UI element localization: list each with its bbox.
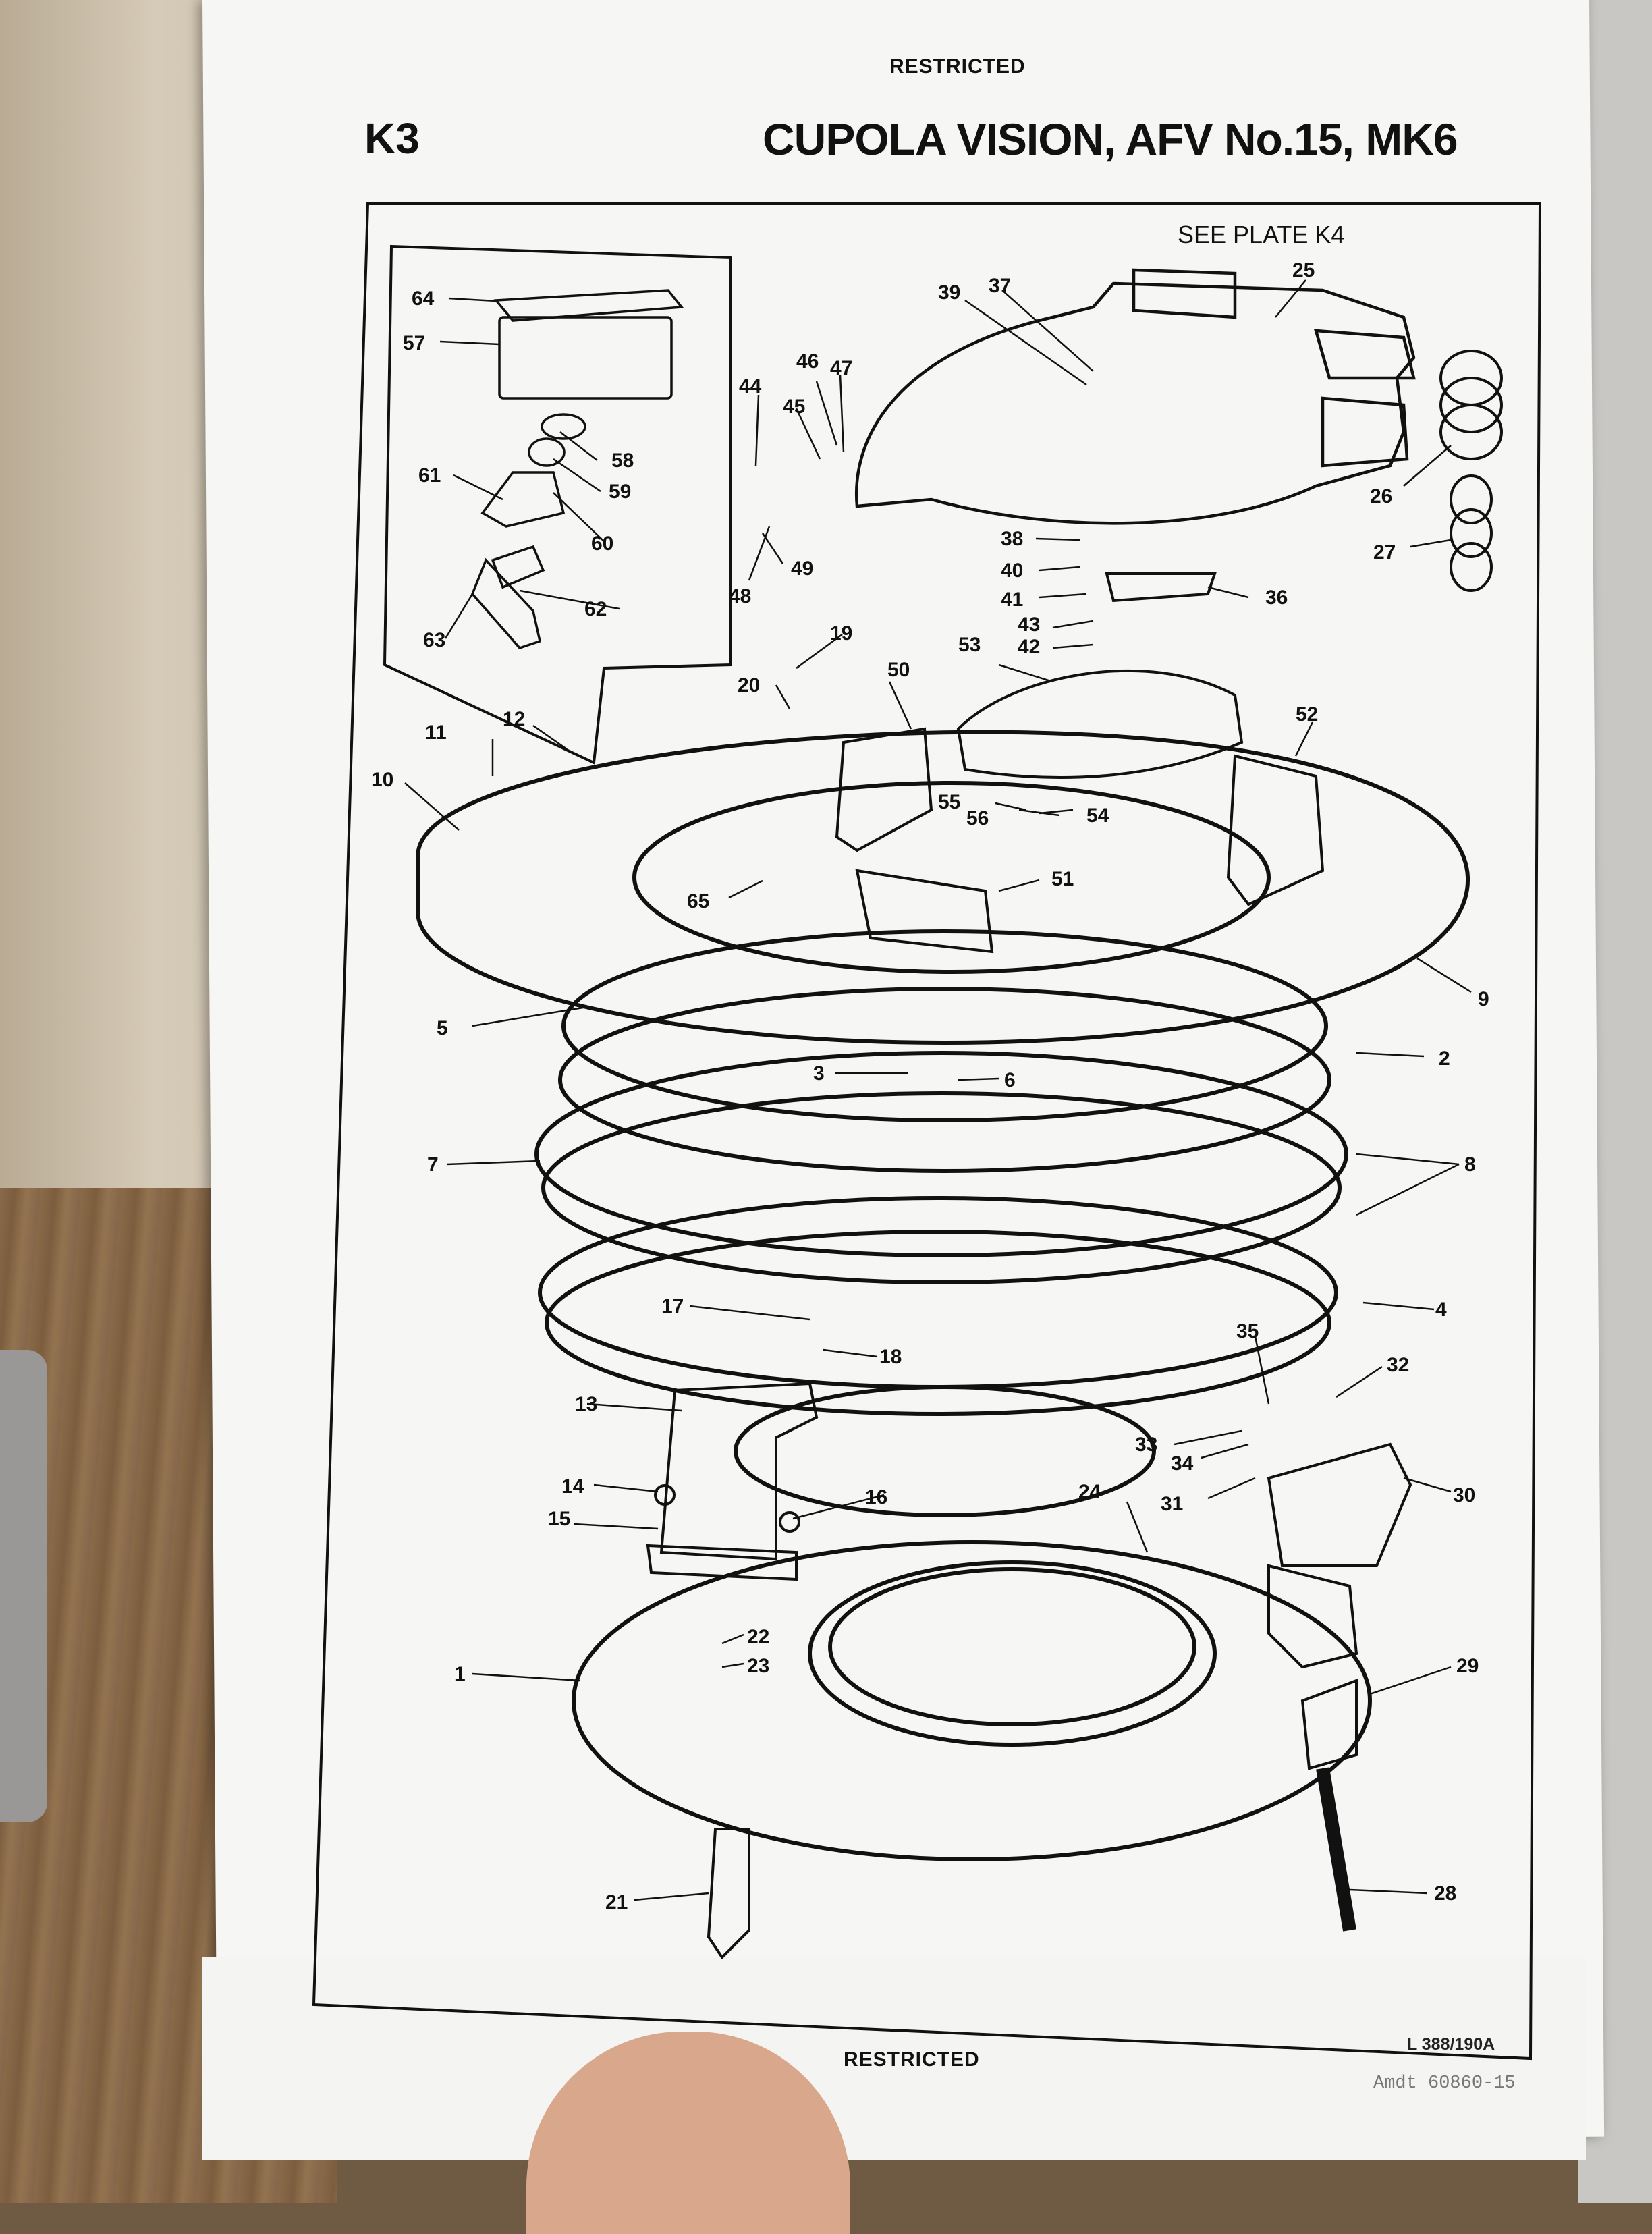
rings [416, 730, 1470, 1861]
label-22: 22 [747, 1626, 769, 1648]
label-20: 20 [738, 674, 760, 697]
label-60: 60 [591, 533, 613, 555]
drawing-reference-code: L 388/190A [1407, 2035, 1495, 2054]
label-42: 42 [1018, 636, 1040, 658]
label-11: 11 [425, 721, 447, 744]
label-23: 23 [747, 1655, 769, 1677]
label-16: 16 [865, 1486, 887, 1508]
label-3: 3 [813, 1062, 825, 1085]
label-37: 37 [989, 275, 1011, 297]
label-26: 26 [1370, 485, 1392, 508]
label-17: 17 [661, 1295, 684, 1317]
header-restricted: RESTRICTED [889, 55, 1026, 78]
mid-parts [835, 572, 1325, 954]
label-18: 18 [879, 1346, 902, 1368]
label-51: 51 [1051, 868, 1074, 890]
label-32: 32 [1387, 1354, 1409, 1376]
inset-box [383, 244, 732, 765]
label-47: 47 [830, 357, 852, 379]
label-52: 52 [1296, 703, 1318, 726]
footer-restricted: RESTRICTED [844, 2048, 980, 2071]
label-30: 30 [1453, 1484, 1475, 1506]
label-21: 21 [605, 1891, 628, 1913]
label-53: 53 [958, 634, 981, 656]
label-4: 4 [1435, 1299, 1447, 1321]
device-edge-background [0, 1350, 47, 1822]
label-34: 34 [1171, 1452, 1194, 1475]
label-58: 58 [611, 449, 634, 472]
label-46: 46 [796, 350, 819, 373]
label-27: 27 [1373, 541, 1396, 564]
label-64: 64 [412, 288, 435, 310]
label-31: 31 [1161, 1493, 1183, 1515]
springs [1439, 350, 1503, 592]
label-55: 55 [938, 791, 960, 813]
label-38: 38 [1001, 528, 1023, 550]
label-39: 39 [938, 281, 960, 304]
label-59: 59 [609, 481, 631, 503]
label-28: 28 [1434, 1882, 1456, 1905]
label-8: 8 [1464, 1153, 1476, 1176]
label-50: 50 [887, 659, 910, 681]
label-61: 61 [418, 464, 441, 487]
label-65: 65 [687, 890, 709, 912]
label-57: 57 [403, 332, 425, 354]
label-41: 41 [1001, 589, 1023, 611]
label-5: 5 [437, 1017, 448, 1039]
label-13: 13 [575, 1393, 597, 1415]
label-10: 10 [371, 769, 393, 791]
label-40: 40 [1001, 560, 1023, 582]
label-45: 45 [783, 396, 805, 418]
see-plate-note: SEE PLATE K4 [1178, 221, 1344, 248]
label-1: 1 [454, 1663, 466, 1685]
label-36: 36 [1265, 587, 1288, 609]
label-19: 19 [830, 622, 852, 645]
leader-lines [404, 279, 1472, 1901]
label-56: 56 [966, 807, 989, 829]
label-63: 63 [423, 629, 445, 651]
label-15: 15 [548, 1508, 570, 1530]
label-6: 6 [1004, 1069, 1016, 1091]
label-49: 49 [791, 557, 813, 580]
label-25: 25 [1292, 259, 1315, 281]
label-48: 48 [729, 585, 751, 607]
amendment-number: Amdt 60860-15 [1373, 2073, 1516, 2094]
label-2: 2 [1439, 1047, 1450, 1070]
label-9: 9 [1478, 988, 1489, 1010]
label-54: 54 [1086, 805, 1109, 827]
inset-parts [470, 289, 684, 650]
label-7: 7 [427, 1153, 439, 1176]
diagram-frame [312, 202, 1542, 2061]
label-12: 12 [503, 708, 525, 730]
label-44: 44 [739, 375, 762, 398]
page-title: CUPOLA VISION, AFV No.15, MK6 [763, 114, 1458, 164]
hatch-cover [854, 268, 1416, 525]
plate-code: K3 [364, 114, 420, 163]
label-62: 62 [584, 598, 607, 620]
label-33: 33 [1135, 1434, 1157, 1456]
label-29: 29 [1456, 1655, 1479, 1677]
label-14: 14 [561, 1475, 584, 1498]
paper-sheet-lower [202, 1957, 1586, 2160]
lower-parts [646, 1382, 1412, 1960]
label-43: 43 [1018, 614, 1040, 636]
callout-labels: 64 57 58 59 61 60 62 63 39 37 25 46 47 4… [371, 221, 1489, 1913]
label-35: 35 [1236, 1320, 1259, 1342]
label-24: 24 [1078, 1481, 1101, 1503]
